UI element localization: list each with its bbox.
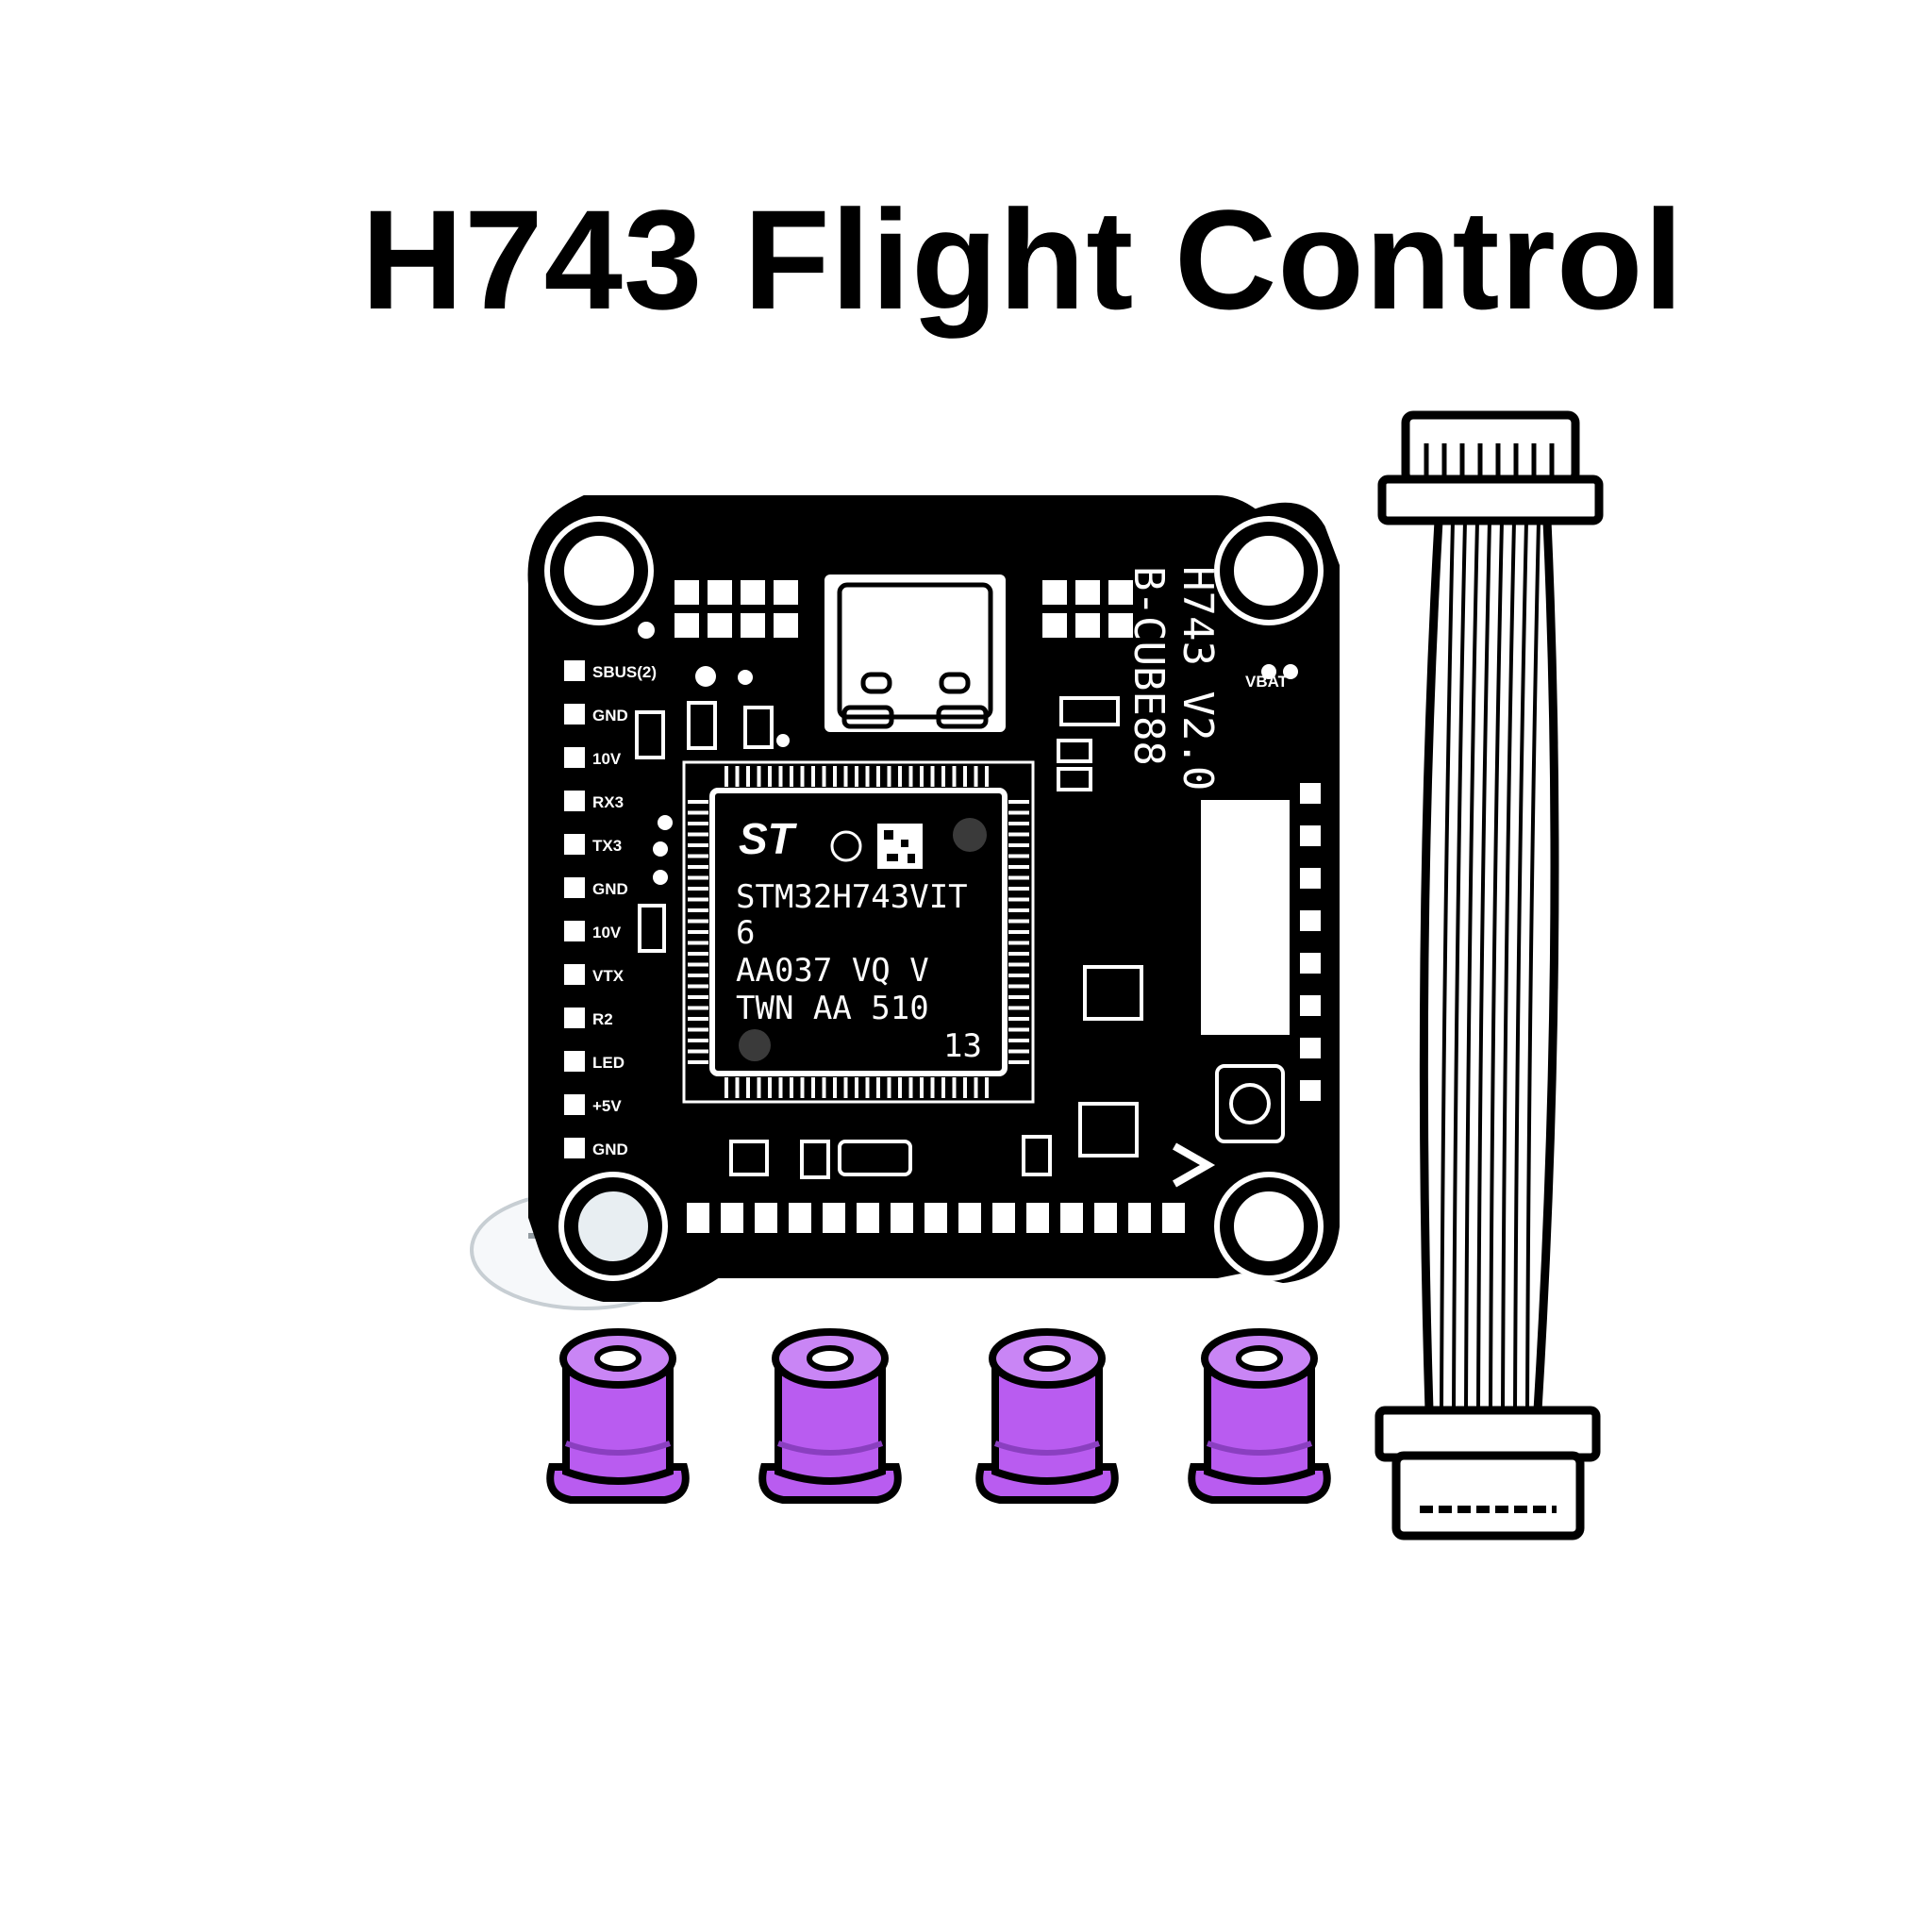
ribbon-cable	[1374, 410, 1604, 1541]
pad-label: TX3	[592, 837, 622, 855]
pad-label: 10V	[592, 924, 622, 941]
pad-label: GND	[592, 1141, 628, 1158]
cable-wire	[1489, 520, 1504, 1411]
board-model-text: H743 V2.0 B-CUBE88	[1124, 566, 1222, 791]
mcu-chip: ST STM32H743VIT 6 AA037 VQ V TWN AA 510 …	[682, 760, 1035, 1104]
pad-label: RX3	[592, 793, 624, 811]
grommet-set	[546, 1328, 1331, 1504]
page-title: H743 Flight Control	[360, 180, 1685, 339]
cable-wire	[1501, 520, 1516, 1411]
flight-controller-board: ST STM32H743VIT 6 AA037 VQ V TWN AA 510 …	[527, 495, 1340, 1302]
solder-pad-grid	[675, 580, 1133, 638]
arrow-icon	[1173, 1142, 1216, 1188]
board-model-line2: B-CUBE88	[1124, 566, 1173, 766]
cable-wire	[1513, 520, 1528, 1411]
board-model-line1: H743 V2.0	[1174, 566, 1222, 791]
cable-wire	[1525, 520, 1541, 1411]
chip-marking-line5: 13	[943, 1027, 982, 1065]
right-pad-column	[1300, 783, 1321, 1101]
pad-label: LED	[592, 1054, 625, 1072]
bottom-pad-row	[687, 1203, 1185, 1233]
rubber-grommet	[975, 1328, 1119, 1504]
cable-wire	[1464, 520, 1479, 1411]
cable-wire	[1452, 520, 1467, 1411]
pad-label: VTX	[592, 967, 625, 985]
chip-marking-line4: TWN AA 510	[736, 990, 929, 1027]
cable-wire	[1440, 520, 1455, 1411]
usb-c-port	[817, 567, 1013, 740]
smd-components	[635, 696, 1290, 1179]
pad-label: R2	[592, 1010, 613, 1028]
mounting-hole	[558, 1172, 668, 1281]
rubber-grommet	[758, 1328, 902, 1504]
left-pad-column	[564, 660, 585, 1158]
pad-label: GND	[592, 880, 628, 898]
chip-marking-line3: AA037 VQ V	[736, 952, 929, 990]
pad-label: +5V	[592, 1097, 622, 1115]
cable-wire	[1476, 520, 1491, 1411]
via-dots	[638, 622, 1298, 885]
rubber-grommet	[1188, 1328, 1331, 1504]
pad-label: SBUS(2)	[592, 663, 657, 681]
mounting-hole	[1214, 1172, 1324, 1281]
rubber-grommet	[546, 1328, 690, 1504]
pad-label: 10V	[592, 750, 622, 768]
pad-label-vbat: VBAT	[1245, 673, 1289, 691]
st-logo: ST	[739, 814, 798, 863]
mounting-hole	[1214, 516, 1324, 625]
mounting-hole	[544, 516, 654, 625]
pad-label: GND	[592, 707, 628, 724]
chip-marking-line1: STM32H743VIT	[736, 878, 968, 916]
chip-marking-line2: 6	[736, 914, 755, 952]
